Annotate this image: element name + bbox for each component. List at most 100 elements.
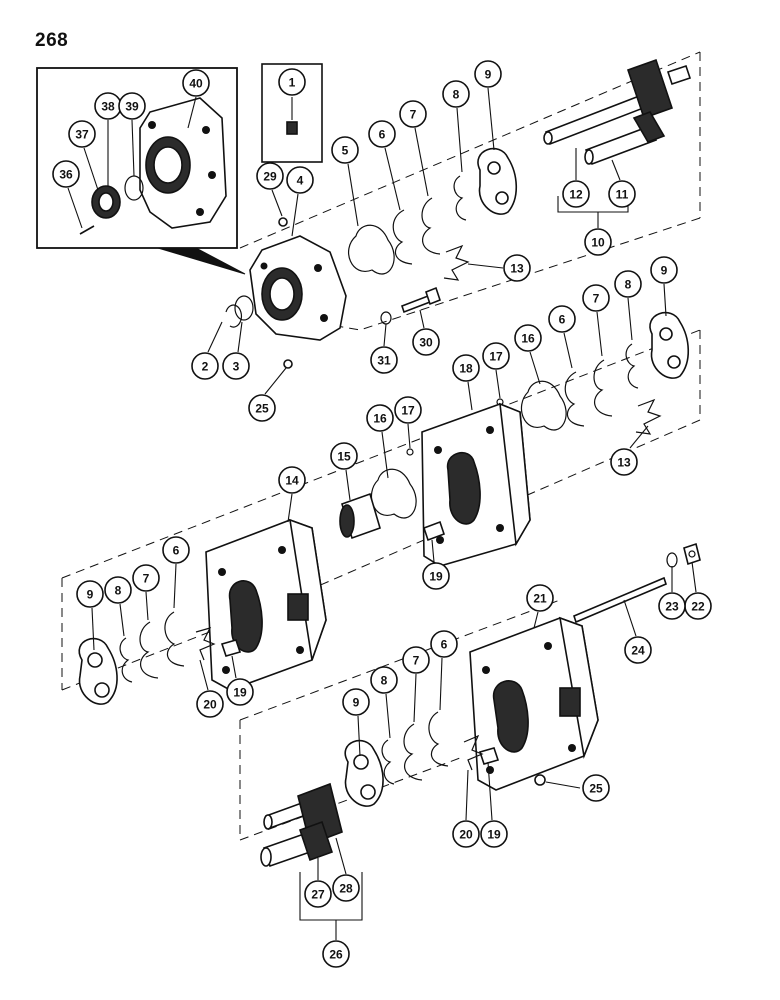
leader-lines bbox=[67, 87, 697, 940]
callout-label: 40 bbox=[189, 77, 203, 91]
callout-label: 12 bbox=[569, 188, 583, 202]
wear-plate-9-mid bbox=[649, 311, 690, 379]
dowel-19-left bbox=[220, 639, 242, 657]
callout-label: 27 bbox=[311, 888, 325, 902]
callout-label: 18 bbox=[459, 362, 473, 376]
callout-label: 23 bbox=[665, 600, 679, 614]
callout-19: 19 bbox=[226, 678, 254, 706]
callout-label: 8 bbox=[115, 584, 122, 598]
callout-circle bbox=[248, 394, 276, 422]
nut-22 bbox=[683, 542, 701, 566]
seal-ring-3 bbox=[234, 295, 254, 321]
callout-circle bbox=[394, 396, 422, 424]
callout-label: 31 bbox=[377, 354, 391, 368]
snap-ring-2 bbox=[225, 304, 242, 328]
callout-18: 18 bbox=[452, 354, 480, 382]
callout-20: 20 bbox=[452, 820, 480, 848]
seal-6-mid bbox=[564, 371, 585, 427]
retainer-13-mid bbox=[635, 398, 662, 435]
ball-25-bottom bbox=[534, 774, 546, 786]
center-body-18 bbox=[421, 402, 531, 567]
callout-label: 7 bbox=[593, 292, 600, 306]
callout-circle bbox=[412, 328, 440, 356]
callout-circle bbox=[76, 580, 104, 608]
callout-circle bbox=[226, 678, 254, 706]
callout-circle bbox=[366, 404, 394, 432]
dowel-19-bottom bbox=[478, 747, 500, 765]
callout-label: 38 bbox=[101, 100, 115, 114]
retainer-20-left bbox=[195, 627, 216, 661]
wear-plate-9-bottom bbox=[344, 739, 384, 807]
seal-6-left bbox=[164, 611, 185, 667]
callout-circle bbox=[422, 562, 450, 590]
callout-circle bbox=[68, 120, 96, 148]
callout-label: 25 bbox=[589, 782, 603, 796]
callout-circle bbox=[503, 254, 531, 282]
callout-label: 17 bbox=[401, 404, 415, 418]
seal-8-top bbox=[453, 175, 467, 221]
callout-38: 38 bbox=[94, 92, 122, 120]
seal-8-left bbox=[119, 637, 133, 683]
callout-label: 39 bbox=[125, 100, 139, 114]
callout-circle bbox=[482, 342, 510, 370]
gear-shaft-27 bbox=[260, 820, 334, 868]
callout-circle bbox=[526, 584, 554, 612]
callout-9: 9 bbox=[76, 580, 104, 608]
seal-8-mid bbox=[625, 343, 639, 389]
callout-36: 36 bbox=[52, 160, 80, 188]
seal-icon bbox=[286, 121, 298, 135]
callout-label: 7 bbox=[143, 572, 150, 586]
callout-circle bbox=[370, 666, 398, 694]
callout-circle bbox=[624, 636, 652, 664]
seal-7-mid bbox=[593, 359, 613, 417]
bearing-15 bbox=[339, 492, 381, 540]
front-housing bbox=[249, 235, 347, 341]
callout-label: 28 bbox=[339, 882, 353, 896]
callout-circle bbox=[104, 576, 132, 604]
callout-label: 19 bbox=[429, 570, 443, 584]
gasket-16-left bbox=[370, 468, 417, 519]
callout-40: 40 bbox=[182, 69, 210, 97]
callout-label: 30 bbox=[419, 336, 433, 350]
callout-6: 6 bbox=[548, 305, 576, 333]
callout-label: 10 bbox=[591, 236, 605, 250]
callout-circle bbox=[452, 354, 480, 382]
ball-17-left bbox=[406, 448, 414, 456]
callout-23: 23 bbox=[658, 592, 686, 620]
callout-label: 16 bbox=[521, 332, 535, 346]
gear-shaft-11 bbox=[584, 111, 666, 166]
callout-circle bbox=[610, 448, 638, 476]
mounting-flange bbox=[139, 97, 227, 229]
callout-circle bbox=[370, 346, 398, 374]
callout-circle bbox=[196, 690, 224, 718]
callout-circle bbox=[52, 160, 80, 188]
callout-6: 6 bbox=[368, 120, 396, 148]
callout-label: 6 bbox=[559, 313, 566, 327]
callout-2: 2 bbox=[191, 352, 219, 380]
callout-7: 7 bbox=[399, 100, 427, 128]
seal-6-top bbox=[392, 209, 413, 265]
callout-21: 21 bbox=[526, 584, 554, 612]
callout-19: 19 bbox=[422, 562, 450, 590]
callout-circle bbox=[658, 592, 686, 620]
callout-label: 37 bbox=[75, 128, 89, 142]
callout-circle bbox=[582, 774, 610, 802]
callout-6: 6 bbox=[430, 630, 458, 658]
bolt-30 bbox=[400, 286, 441, 314]
callout-20: 20 bbox=[196, 690, 224, 718]
callout-label: 17 bbox=[489, 350, 503, 364]
callout-circle bbox=[332, 874, 360, 902]
callout-circle bbox=[442, 80, 470, 108]
callout-label: 19 bbox=[487, 828, 501, 842]
wear-plate-9-left bbox=[78, 637, 118, 705]
callout-22: 22 bbox=[684, 592, 712, 620]
callout-27: 27 bbox=[304, 880, 332, 908]
callout-circle bbox=[331, 136, 359, 164]
callout-label: 5 bbox=[342, 144, 349, 158]
callout-31: 31 bbox=[370, 346, 398, 374]
callout-11: 11 bbox=[608, 180, 636, 208]
callout-17: 17 bbox=[482, 342, 510, 370]
retainer-20-bottom bbox=[463, 734, 484, 771]
callout-circle bbox=[584, 228, 612, 256]
